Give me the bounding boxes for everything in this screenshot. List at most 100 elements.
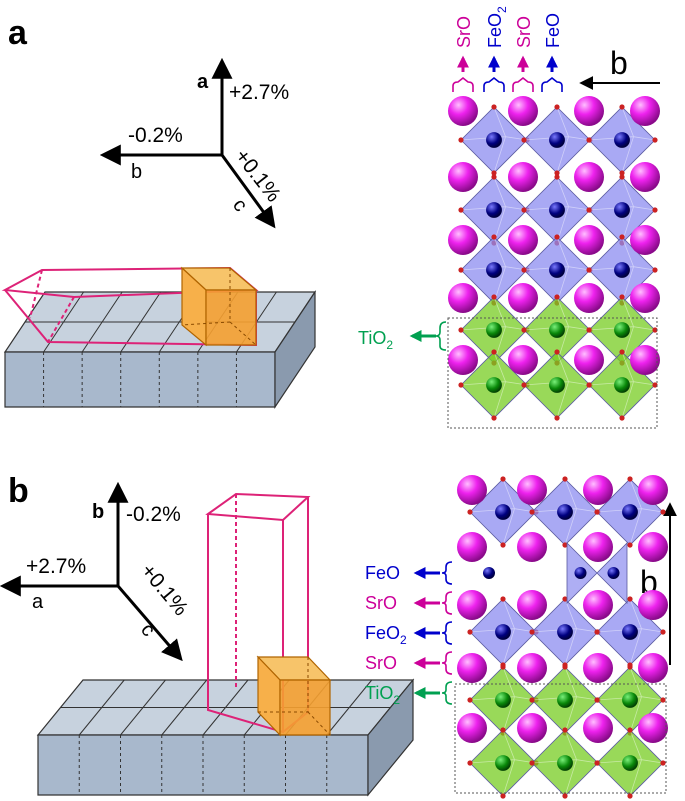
layer-label-b-2-text: FeO <box>365 623 400 643</box>
svg-text:TiO2: TiO2 <box>358 328 393 352</box>
fe-octahedron-edge <box>469 478 537 546</box>
ti-octahedron-edge <box>460 296 528 364</box>
oxygen-atom <box>619 234 625 240</box>
fe-octahedron-edge <box>523 236 591 304</box>
oxygen-atom <box>562 664 568 670</box>
panel-a: a a +2.7% -0.2% b +0.1% c <box>1 6 660 429</box>
ti-octahedron-atom <box>549 322 565 338</box>
strain-a-vertical: +2.7% <box>229 81 289 104</box>
oxygen-atom <box>594 509 600 515</box>
oxygen-atom <box>594 760 600 766</box>
fe-octahedron-edge <box>460 106 528 174</box>
fe-octahedron-edge <box>531 478 599 546</box>
oxygen-atom <box>467 760 473 766</box>
oxygen-atom <box>467 697 473 703</box>
sr-atom <box>517 532 547 562</box>
oxygen-atom <box>500 542 506 548</box>
oxygen-atom <box>562 727 568 733</box>
ti-octahedron-atom <box>622 755 638 771</box>
ti-octahedron-atom <box>614 322 630 338</box>
oxygen-atom <box>660 697 666 703</box>
fe-octahedron-edge <box>460 236 528 304</box>
fe-octahedron-edge <box>523 176 591 244</box>
ti-octahedron-edge <box>523 296 591 364</box>
sr-atom <box>583 475 613 505</box>
oxygen-atom <box>627 596 633 602</box>
strain-axes-a: a +2.7% -0.2% b +0.1% c <box>99 57 289 229</box>
sr-atom <box>508 345 538 375</box>
axis-name-a-left: b <box>131 161 142 183</box>
sr-atom <box>508 162 538 192</box>
oxygen-atom <box>458 207 464 213</box>
layer-label-b-4-text: TiO <box>365 683 393 703</box>
sr-atom <box>517 475 547 505</box>
crystal-structure-a <box>448 96 660 421</box>
fe-octahedron-atom <box>549 132 565 148</box>
oxygen-atom <box>594 697 600 703</box>
ti-octahedron-atom <box>622 692 638 708</box>
fe-octahedron-atom <box>614 202 630 218</box>
unit-cell-a <box>180 266 258 347</box>
sr-atom <box>448 345 478 375</box>
strain-b-left: +2.7% <box>26 555 86 578</box>
axis-name-b-vertical: b <box>92 501 104 523</box>
substrate-box-a <box>447 317 658 429</box>
ti-octahedron-edge <box>596 729 664 797</box>
layer-bracket-a-1 <box>483 76 505 92</box>
sr-atom <box>508 96 538 126</box>
layer-label-a-2-text: SrO <box>514 16 534 48</box>
oxygen-atom <box>562 793 568 799</box>
oxygen-atom <box>586 382 592 388</box>
ti-octahedron-atom <box>557 692 573 708</box>
fe-octahedron-atom <box>495 504 511 520</box>
fe-atom <box>607 567 620 579</box>
oxygen-atom <box>529 697 535 703</box>
axis-name-a-vertical: a <box>197 71 209 93</box>
sr-atom <box>638 590 668 620</box>
oxygen-atom <box>652 267 658 273</box>
ti-octahedron-edge <box>588 351 656 419</box>
oxygen-atom <box>521 382 527 388</box>
substrate-slab-b <box>36 678 415 797</box>
ti-octahedron-atom <box>495 692 511 708</box>
strain-b-diag: +0.1% <box>136 559 192 620</box>
oxygen-atom <box>458 327 464 333</box>
fe-octahedron-atom <box>614 262 630 278</box>
oxygen-atom <box>652 327 658 333</box>
layer-label-a-3-text: FeO <box>543 13 563 48</box>
axis-arrow-b-diag <box>116 585 183 662</box>
fe-octahedron-atom <box>549 262 565 278</box>
layer-bracket-a-3 <box>541 76 563 92</box>
layer-bracket-b-1 <box>441 591 453 615</box>
oxygen-atom <box>458 137 464 143</box>
layer-bracket-b-3 <box>441 651 453 675</box>
fe-octahedron-edge <box>531 598 599 666</box>
oxygen-atom <box>491 174 497 180</box>
oxygen-atom <box>619 294 625 300</box>
strain-a-left: -0.2% <box>128 124 183 147</box>
sr-atom <box>508 283 538 313</box>
oxygen-atom <box>554 174 560 180</box>
fe-octahedron-edge <box>588 106 656 174</box>
sr-atom <box>583 713 613 743</box>
sr-atom <box>457 532 487 562</box>
ti-octahedron-edge <box>596 666 664 734</box>
layer-bracket-a-2 <box>512 76 534 92</box>
ti-octahedron-edge <box>469 729 537 797</box>
fe-octahedron-atom <box>486 202 502 218</box>
layer-label-b-0: FeO <box>365 563 400 583</box>
sr-atom <box>638 532 668 562</box>
sr-atom <box>630 345 660 375</box>
substrate-label-a: TiO2 <box>358 321 447 352</box>
oxygen-atom <box>554 294 560 300</box>
layer-label-b-4-sub: 2 <box>393 693 400 707</box>
layer-bracket-b-0 <box>441 561 453 585</box>
slab-side <box>367 678 414 797</box>
ti-octahedron-edge <box>460 351 528 419</box>
oxygen-atom <box>627 793 633 799</box>
axis-name-a-diag: c <box>228 195 251 216</box>
substrate-label-a-sub: 2 <box>386 338 393 352</box>
